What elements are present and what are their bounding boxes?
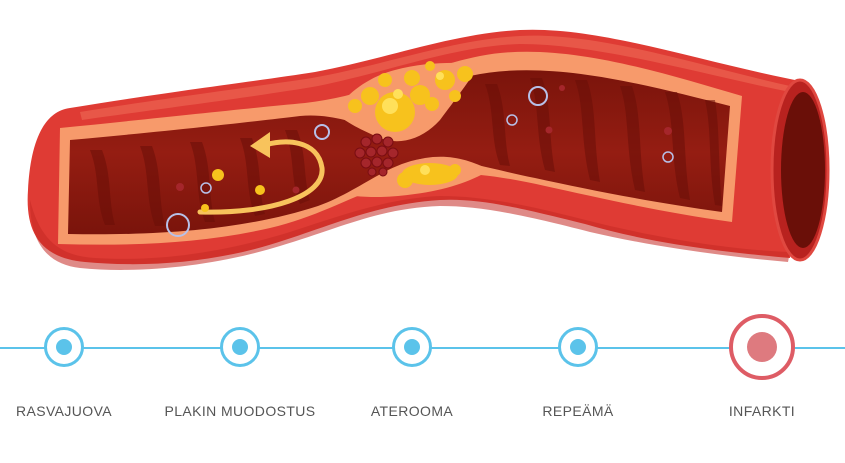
step-repeama[interactable]: REPEÄMÄ bbox=[493, 324, 663, 419]
step-node-icon bbox=[558, 327, 598, 367]
fat-deposit-lower bbox=[397, 163, 461, 188]
step-dot-icon bbox=[747, 332, 777, 362]
step-plakin-muodostus[interactable]: PLAKIN MUODOSTUS bbox=[155, 324, 325, 419]
fat-deposit-upper bbox=[348, 61, 473, 132]
step-label: REPEÄMÄ bbox=[542, 403, 614, 419]
step-dot-icon bbox=[232, 339, 248, 355]
step-label: ATEROOMA bbox=[370, 403, 454, 419]
artery-illustration bbox=[27, 29, 830, 270]
step-rasvajuova[interactable]: RASVAJUOVA bbox=[0, 324, 149, 419]
artery-opening-rim bbox=[770, 78, 830, 262]
artery-wall-highlight bbox=[80, 35, 790, 120]
lumen-folds bbox=[90, 78, 722, 226]
step-dot-icon bbox=[404, 339, 420, 355]
step-label: PLAKIN MUODOSTUS bbox=[164, 403, 316, 419]
step-node-icon bbox=[392, 327, 432, 367]
step-aterooma[interactable]: ATEROOMA bbox=[327, 324, 497, 419]
blood-clot bbox=[354, 133, 399, 177]
step-dot-icon bbox=[56, 339, 72, 355]
step-dot-icon bbox=[570, 339, 586, 355]
step-node-icon bbox=[44, 327, 84, 367]
flow-arrow bbox=[197, 132, 325, 215]
step-label: RASVAJUOVA bbox=[15, 403, 113, 419]
step-infarkti[interactable]: INFARKTI bbox=[677, 314, 845, 419]
step-node-icon bbox=[220, 327, 260, 367]
step-label: INFARKTI bbox=[728, 403, 796, 419]
blood-particles bbox=[166, 85, 674, 237]
progression-timeline: RASVAJUOVA PLAKIN MUODOSTUS ATEROOMA REP… bbox=[0, 300, 845, 463]
step-node-active-icon bbox=[729, 314, 795, 380]
artery-opening-inner bbox=[781, 92, 825, 248]
artery-lumen bbox=[68, 70, 730, 235]
artery-wall-shadow bbox=[30, 196, 790, 270]
